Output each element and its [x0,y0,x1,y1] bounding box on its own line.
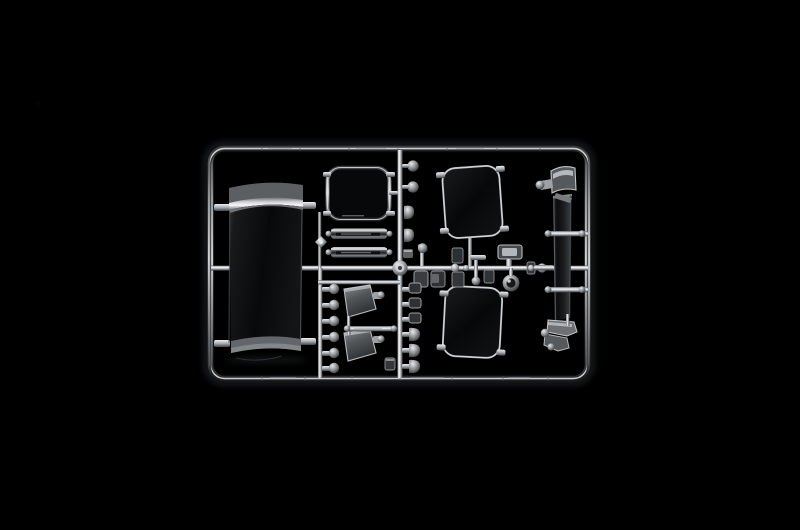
sprue-outer-frame [202,140,596,387]
part-small-bottom-details [384,357,396,371]
part-mirror-glass-upper [435,164,510,239]
part-lens-column-mid [402,282,422,374]
part-glazing-strip-upper [325,228,393,239]
gate-marker-diamond [315,236,327,248]
part-detail-cluster-center [413,243,547,292]
part-window-frame-rounded [323,165,398,222]
part-side-glazing-tall [534,165,588,352]
dust-speck [36,103,40,107]
part-mudflap-upper [343,284,385,328]
gate-upper-window [468,238,472,266]
part-mirror-glass-lower [436,285,509,359]
part-lens-column-top [402,160,419,258]
runner-flap-connector [343,325,398,332]
part-glazing-strip-lower [325,247,393,258]
part-bracket-lower-right [540,314,578,352]
part-lens-column-left [322,283,340,374]
part-windshield-large [214,182,316,364]
